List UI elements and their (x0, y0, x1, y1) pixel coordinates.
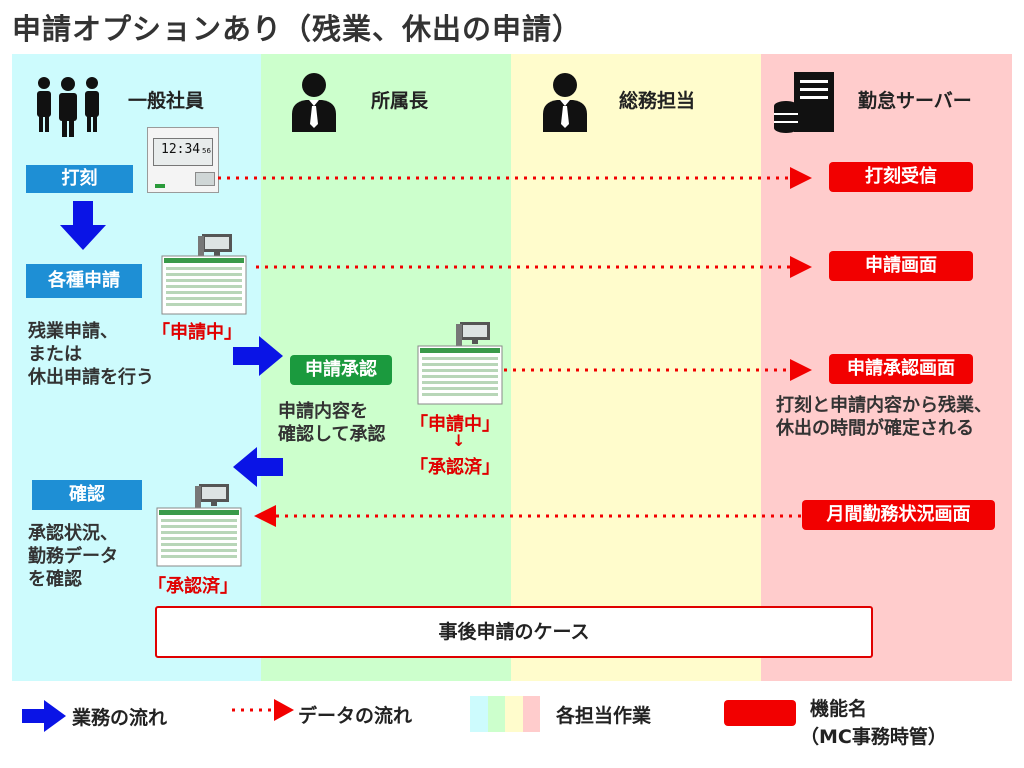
pc-monitor-apply (158, 228, 248, 315)
legend-data-flow-arrow (232, 699, 294, 721)
status-pending-manager: 「申請中」 (410, 414, 500, 435)
legend-work-flow-arrow (22, 700, 66, 732)
swatch-green (487, 696, 505, 732)
status-approved-employee: 「承認済」 (148, 576, 238, 597)
legend-function-label: 機能名 (810, 698, 868, 720)
note-line: 休出申請を行う (28, 367, 154, 388)
note-line: 打刻と申請内容から残業、 (776, 395, 992, 416)
post-application-case-box: 事後申請のケース (155, 606, 873, 658)
time-clock-terminal: 12:34 56 (147, 127, 219, 193)
note-line: 確認して承認 (278, 424, 386, 445)
swatch-pink (522, 696, 540, 732)
flow-arrow-left (233, 447, 283, 487)
legend-task-swatch (470, 696, 540, 732)
lane-header-manager: 所属長 (371, 90, 429, 112)
legend-function-swatch (724, 700, 796, 726)
lane-header-general-affairs: 総務担当 (619, 90, 696, 112)
lane-employee (12, 54, 261, 681)
note-employee-apply: 残業申請、 または 休出申請を行う (28, 320, 154, 389)
status-pending-employee: 「申請中」 (152, 322, 242, 343)
function-approve-screen: 申請承認画面 (829, 354, 973, 384)
note-employee-confirm: 承認状況、 勤務データ を確認 (28, 522, 118, 591)
flow-arrow-down (60, 201, 106, 250)
swatch-cyan (470, 696, 488, 732)
lane-header-employee: 一般社員 (128, 90, 205, 112)
step-confirm: 確認 (32, 480, 142, 510)
swatch-yellow (505, 696, 523, 732)
data-flow-monthly (254, 505, 802, 527)
legend-work-flow-label: 業務の流れ (72, 707, 168, 729)
legend-task-label: 各担当作業 (556, 705, 652, 727)
lane-header-server: 勤怠サーバー (858, 90, 972, 112)
note-line: 申請内容を (278, 401, 368, 422)
note-line: 休出の時間が確定される (776, 418, 974, 439)
note-line: 承認状況、 (28, 523, 118, 544)
function-monthly-screen: 月間勤務状況画面 (802, 500, 995, 530)
manager-icon (288, 72, 340, 132)
step-dakoku: 打刻 (26, 165, 133, 193)
step-application-approval: 申請承認 (290, 355, 392, 385)
page-title: 申請オプションあり（残業、休出の申請） (12, 12, 583, 46)
terminal-logo (155, 184, 165, 188)
terminal-time: 12:34 (161, 142, 201, 157)
status-change-arrow: ↓ (452, 431, 466, 450)
step-various-applications: 各種申請 (26, 264, 142, 298)
group-people-icon (32, 74, 104, 138)
pc-monitor-approve (414, 318, 504, 405)
note-line: を確認 (28, 569, 82, 590)
legend-data-flow-label: データの流れ (298, 705, 413, 727)
data-flow-dakoku (218, 167, 813, 189)
data-flow-approve (504, 359, 813, 381)
lane-general-affairs (511, 54, 761, 681)
note-line: または (28, 344, 82, 365)
data-flow-apply (256, 256, 813, 278)
legend-function-sub: （MC事務時管） (800, 726, 947, 748)
status-approved-manager: 「承認済」 (410, 457, 500, 478)
terminal-screen (153, 138, 213, 166)
post-application-case-label: 事後申請のケース (438, 621, 590, 643)
terminal-reader (195, 172, 215, 186)
staff-icon (539, 72, 591, 132)
function-punch-receive: 打刻受信 (829, 162, 973, 192)
note-line: 勤務データ (28, 546, 118, 567)
note-manager-check: 申請内容を 確認して承認 (278, 400, 385, 446)
terminal-seconds: 56 (202, 147, 211, 155)
flow-arrow-right (233, 336, 283, 376)
note-line: 残業申請、 (28, 321, 118, 342)
server-icon (772, 70, 838, 134)
note-server: 打刻と申請内容から残業、 休出の時間が確定される (776, 394, 992, 440)
pc-monitor-confirm (153, 480, 243, 567)
function-apply-screen: 申請画面 (829, 251, 973, 281)
